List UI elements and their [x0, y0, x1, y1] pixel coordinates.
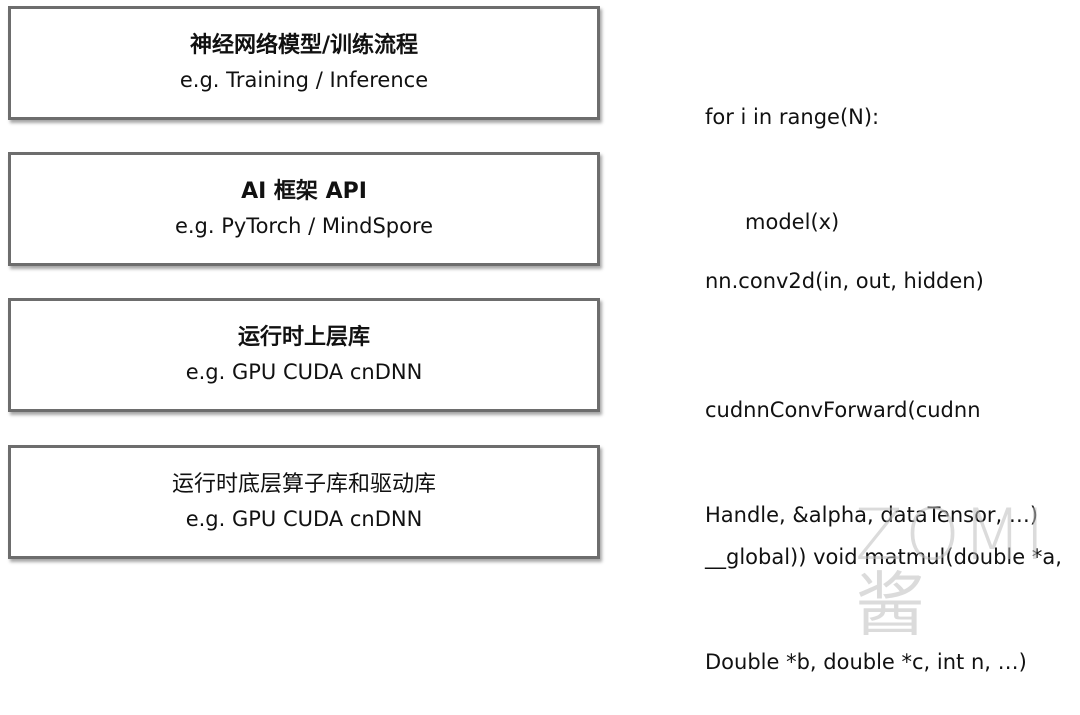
layer-box-model: 神经网络模型/训练流程 e.g. Training / Inference — [8, 6, 600, 120]
layer-title: 运行时底层算子库和驱动库 — [171, 472, 436, 497]
layer-code-runtime-upper: cudnnConvForward(cudnn Handle, &alpha, d… — [705, 323, 1038, 568]
layer-code-model: for i in range(N): model(x) — [705, 30, 879, 275]
layer-title: 运行时上层库 — [237, 325, 370, 350]
layer-box-framework: AI 框架 API e.g. PyTorch / MindSpore — [8, 152, 600, 266]
layer-title: 神经网络模型/训练流程 — [189, 33, 419, 58]
code-line: for i in range(N): — [705, 105, 880, 129]
code-line: Double *b, double *c, int n, …) — [705, 650, 1027, 674]
layer-code-runtime-lower: __global)) void matmul(double *a, Double… — [705, 470, 1062, 715]
layer-code-framework: nn.conv2d(in, out, hidden) — [705, 194, 984, 334]
layer-box-runtime-lower: 运行时底层算子库和驱动库 e.g. GPU CUDA cnDNN — [8, 445, 600, 559]
layer-subtitle: e.g. Training / Inference — [179, 68, 429, 92]
code-line: nn.conv2d(in, out, hidden) — [705, 269, 984, 293]
code-line: cudnnConvForward(cudnn — [705, 398, 981, 422]
layer-box-runtime-upper: 运行时上层库 e.g. GPU CUDA cnDNN — [8, 298, 600, 412]
layer-subtitle: e.g. GPU CUDA cnDNN — [185, 507, 423, 531]
layer-title: AI 框架 API — [241, 179, 367, 204]
code-line: model(x) — [705, 210, 840, 234]
code-line: __global)) void matmul(double *a, — [705, 545, 1062, 569]
layer-subtitle: e.g. PyTorch / MindSpore — [174, 214, 434, 238]
layer-subtitle: e.g. GPU CUDA cnDNN — [185, 360, 423, 384]
code-line: Handle, &alpha, dataTensor, …) — [705, 503, 1039, 527]
